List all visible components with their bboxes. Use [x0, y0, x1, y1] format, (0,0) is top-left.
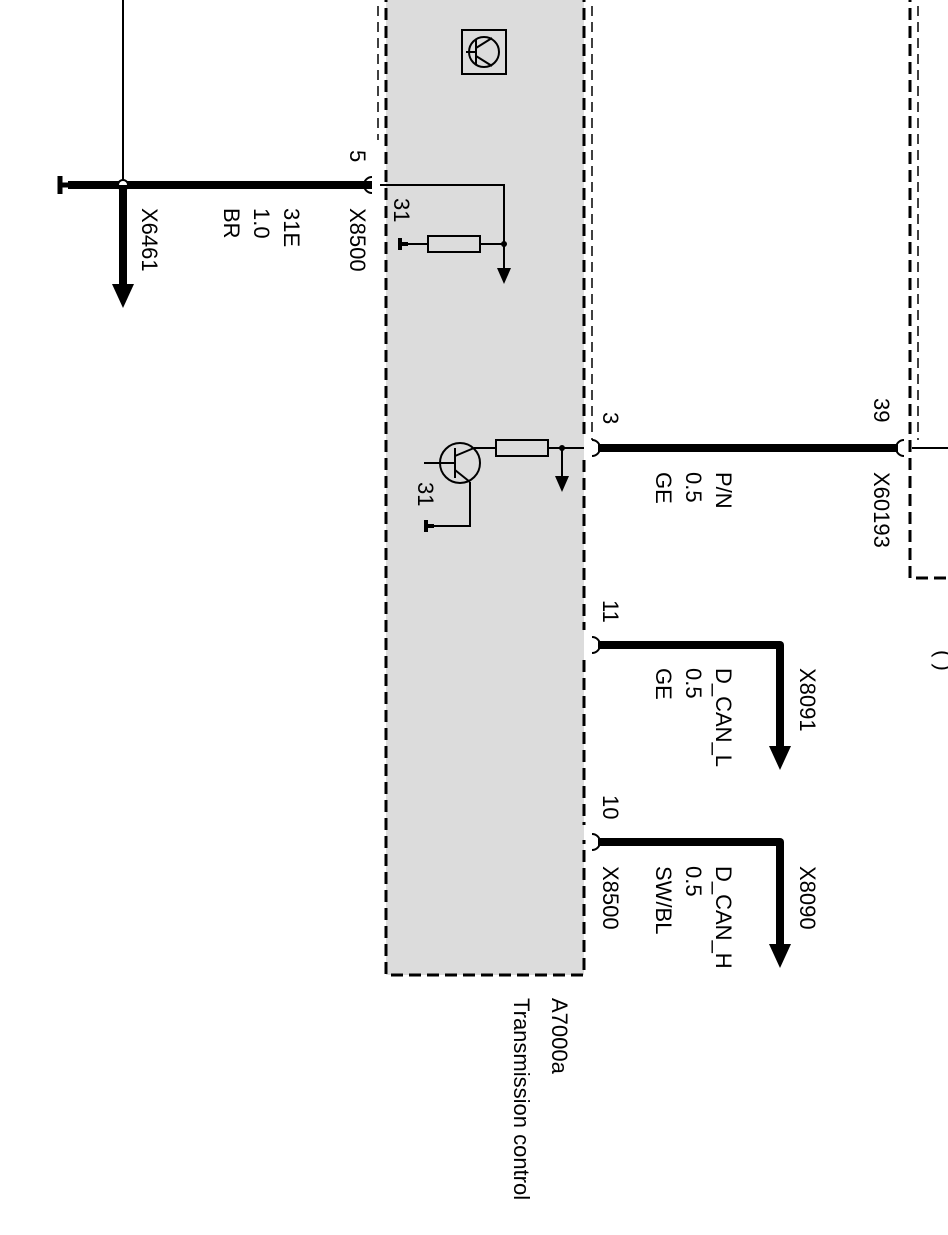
- transmission-control-module: [386, 0, 584, 975]
- wire-can-h-size: 0.5: [681, 866, 706, 897]
- wire-can-l-size: 0.5: [681, 668, 706, 699]
- other-module-border: [908, 0, 948, 580]
- connector-x8500-label: X8500: [598, 866, 623, 930]
- connector-pin-39: [895, 439, 905, 457]
- wire-31e-size: 1.0: [249, 208, 274, 239]
- connector-x8500-label: X8500: [345, 208, 370, 272]
- internal-transistor-circuit: [424, 439, 584, 532]
- ground-31-label: 31: [413, 482, 438, 506]
- connector-pin-5: [363, 176, 373, 194]
- arrow-down-icon: [112, 284, 134, 308]
- connector-pin-10: [591, 833, 601, 851]
- wire-can-h-color: SW/BL: [651, 866, 676, 934]
- arrow-down-icon: [769, 944, 791, 968]
- wire-pn-size: 0.5: [681, 472, 706, 503]
- module-border: [384, 0, 586, 977]
- internal-resistor-circuit: [380, 184, 511, 284]
- connector-pin-3: [591, 439, 601, 457]
- connector-pin-11: [591, 636, 601, 654]
- ground-terminal-icon: [57, 176, 70, 194]
- ground-31-label: 31: [389, 198, 414, 222]
- pin-5-label: 5: [345, 150, 370, 162]
- wire-can-l-name: D_CAN_L: [711, 668, 736, 767]
- pin-3-label: 3: [598, 412, 623, 424]
- connector-x6461-label: X6461: [137, 208, 162, 272]
- connector-x8090-label: X8090: [795, 866, 820, 930]
- wire-pn-color: GE: [651, 472, 676, 504]
- wire-31e-color: BR: [219, 208, 244, 239]
- wire-can-h-name: D_CAN_H: [711, 866, 736, 969]
- wire-31e-name: 31E: [279, 208, 304, 247]
- module-name-label: Transmission control: [509, 998, 534, 1200]
- module-id-label: A7000a: [547, 998, 572, 1075]
- pin-11-label: 11: [598, 600, 623, 623]
- connector-x60193-label: X60193: [869, 472, 894, 548]
- edge-mark: ( ): [931, 650, 948, 671]
- arrow-down-icon: [769, 746, 791, 770]
- pin-10-label: 10: [598, 795, 623, 819]
- pin-39-label: 39: [869, 398, 894, 422]
- connector-x8091-label: X8091: [795, 668, 820, 732]
- wire-pn-name: P/N: [711, 472, 736, 509]
- electronic-module-icon: [461, 29, 507, 75]
- wire-can-l-color: GE: [651, 668, 676, 700]
